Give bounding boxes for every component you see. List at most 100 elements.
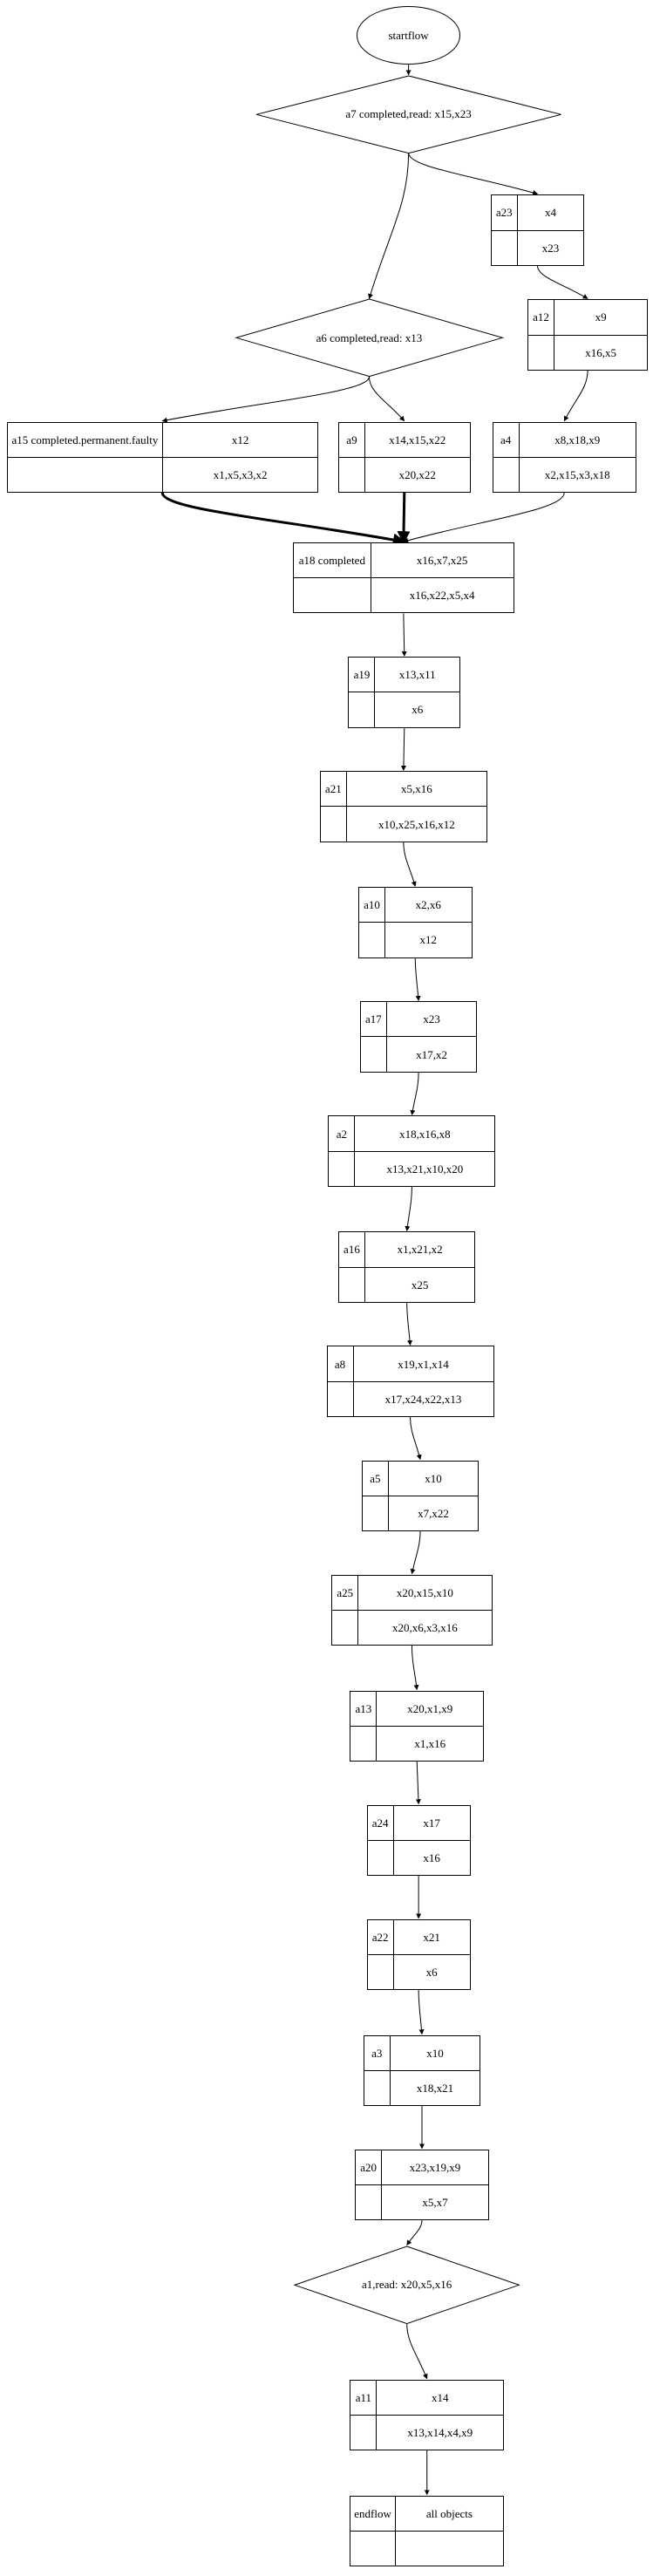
record-row-bottom: x18,x21 bbox=[364, 2070, 480, 2105]
record-reads-cell: x10 bbox=[426, 2046, 444, 2060]
node-a1[interactable]: a1,read: x20,x5,x16 bbox=[293, 2245, 520, 2324]
node-a16[interactable]: a16 x1,x21,x2 x25 bbox=[337, 1231, 476, 1303]
record-name-cell: a3 bbox=[364, 2035, 391, 2070]
record-row-bottom: x6 bbox=[349, 692, 459, 727]
node-a8[interactable]: a8 x19,x1,x14 x17,x24,x22,x13 bbox=[326, 1346, 494, 1417]
record-reads-cell: x23 bbox=[423, 1012, 440, 1026]
node-a11[interactable]: a11 x14 x13,x14,x4,x9 bbox=[350, 2379, 505, 2450]
record-blank-cell bbox=[8, 457, 164, 492]
edge-a6-to-a9 bbox=[368, 377, 405, 422]
record-writes-cell: x1,x5,x3,x2 bbox=[213, 467, 268, 481]
record-reads-cell: x10 bbox=[425, 1471, 442, 1485]
record-blank-cell bbox=[328, 1381, 354, 1416]
node-a5[interactable]: a5 x10 x7,x22 bbox=[361, 1460, 480, 1531]
record-blank-cell bbox=[493, 457, 520, 492]
node-a15[interactable]: a15 completed.permanent.faulty x12 x1,x5… bbox=[6, 421, 318, 493]
record-blank-cell bbox=[528, 335, 554, 370]
record-writes-cell: x18,x21 bbox=[416, 2081, 454, 2095]
record-blank-cell bbox=[350, 1726, 378, 1761]
node-a17[interactable]: a17 x23 x17,x2 bbox=[359, 1001, 478, 1073]
node-a3[interactable]: a3 x10 x18,x21 bbox=[363, 2034, 481, 2106]
edge-a13-to-a24 bbox=[415, 1761, 421, 1805]
record-row-top: a8 x19,x1,x14 bbox=[327, 1346, 493, 1382]
record-blank-cell bbox=[363, 1496, 389, 1530]
record-writes-cell: x17,x24,x22,x13 bbox=[384, 1392, 462, 1406]
record-row-bottom: x13,x14,x4,x9 bbox=[350, 2415, 503, 2450]
record-name-cell: a22 bbox=[368, 1919, 394, 1954]
record-row-bottom: x17,x24,x22,x13 bbox=[328, 1381, 493, 1416]
record-name-cell: a11 bbox=[350, 2380, 378, 2415]
node-a10[interactable]: a10 x2,x6 x12 bbox=[357, 887, 473, 958]
record-name-cell: a2 bbox=[329, 1116, 356, 1151]
node-a2[interactable]: a2 x18,x16,x8 x13,x21,x10,x20 bbox=[328, 1115, 496, 1187]
record-reads-cell: x17 bbox=[423, 1816, 440, 1830]
edge-a25-to-a13 bbox=[411, 1645, 419, 1691]
node-a19[interactable]: a19 x13,x11 x6 bbox=[348, 657, 461, 728]
node-a4[interactable]: a4 x8,x18,x9 x2,x15,x3,x18 bbox=[492, 421, 636, 493]
record-writes-cell: x23 bbox=[541, 241, 560, 255]
record-row-top: a21 x5,x16 bbox=[320, 772, 486, 808]
edge-a19-to-a21 bbox=[400, 727, 406, 771]
node-a22[interactable]: a22 x21 x6 bbox=[366, 1918, 471, 1990]
edge-a6-to-a15 bbox=[161, 376, 370, 423]
node-startflow[interactable]: startflow bbox=[357, 6, 461, 65]
record-name-cell: a10 bbox=[359, 888, 385, 923]
record-writes-cell: x5,x7 bbox=[422, 2195, 448, 2209]
record-name-cell: a21 bbox=[321, 772, 347, 807]
edge-a4-to-a18 bbox=[403, 492, 565, 543]
node-a21[interactable]: a21 x5,x16 x10,x25,x16,x12 bbox=[319, 771, 487, 842]
record-row-top: a18 completed x16,x7,x25 bbox=[294, 543, 514, 579]
record-blank-cell bbox=[349, 692, 376, 727]
node-a12[interactable]: a12 x9 x16,x5 bbox=[527, 299, 649, 371]
edge-a10-to-a17 bbox=[414, 957, 421, 1001]
record-row-bottom: x20,x22 bbox=[339, 457, 470, 492]
record-row-top: a19 x13,x11 bbox=[349, 658, 460, 693]
record-reads-cell: x23,x19,x9 bbox=[409, 2160, 461, 2174]
record-name-cell: a15 completed.permanent.faulty bbox=[8, 422, 164, 457]
record-row-top: a23 x4 bbox=[491, 195, 584, 231]
edge-a20-to-a1 bbox=[406, 2219, 423, 2246]
edge-a15-to-a18 bbox=[160, 492, 406, 547]
record-writes-cell: x16,x22,x5,x4 bbox=[409, 589, 475, 603]
node-a6[interactable]: a6 completed,read: x13 bbox=[235, 298, 504, 378]
record-writes-cell: x10,x25,x16,x12 bbox=[378, 817, 455, 831]
node-endflow[interactable]: endflow all objects bbox=[350, 2495, 505, 2566]
record-writes-cell: x7,x22 bbox=[418, 1506, 449, 1520]
record-name-cell: a23 bbox=[492, 195, 518, 230]
record-row-top: a24 x17 bbox=[367, 1805, 470, 1841]
record-reads-cell: x1,x21,x2 bbox=[397, 1243, 443, 1257]
record-reads-cell: x16,x7,x25 bbox=[416, 554, 468, 568]
edge-a7-to-a23 bbox=[408, 153, 539, 195]
record-row-top: a9 x14,x15,x22 bbox=[338, 422, 470, 458]
record-name-cell: a12 bbox=[528, 300, 554, 335]
node-a25[interactable]: a25 x20,x15,x10 x20,x6,x3,x16 bbox=[331, 1574, 493, 1646]
node-a9[interactable]: a9 x14,x15,x22 x20,x22 bbox=[337, 421, 471, 493]
record-row-bottom: x1,x16 bbox=[350, 1726, 483, 1761]
record-row-top: a13 x20,x1,x9 bbox=[350, 1691, 484, 1727]
record-writes-cell: x13,x14,x4,x9 bbox=[407, 2425, 473, 2439]
record-reads-cell: x13,x11 bbox=[398, 668, 436, 682]
record-reads-cell: x5,x16 bbox=[400, 782, 432, 796]
record-name-cell: a24 bbox=[368, 1805, 394, 1840]
record-name-cell: a25 bbox=[332, 1575, 359, 1610]
node-a23[interactable]: a23 x4 x23 bbox=[490, 194, 585, 266]
node-a18[interactable]: a18 completed x16,x7,x25 x16,x22,x5,x4 bbox=[293, 542, 514, 614]
record-writes-cell: x20,x22 bbox=[398, 467, 436, 481]
node-a20[interactable]: a20 x23,x19,x9 x5,x7 bbox=[355, 2149, 489, 2220]
edge-a5-to-a25 bbox=[410, 1530, 421, 1575]
record-blank-cell bbox=[339, 1267, 365, 1302]
record-reads-cell: x18,x16,x8 bbox=[399, 1127, 451, 1141]
record-row-bottom: x5,x7 bbox=[356, 2184, 488, 2219]
node-a13[interactable]: a13 x20,x1,x9 x1,x16 bbox=[350, 1690, 485, 1762]
node-a7[interactable]: a7 completed,read: x15,x23 bbox=[255, 75, 561, 153]
record-row-bottom: x6 bbox=[368, 1954, 470, 1989]
record-row-bottom: x7,x22 bbox=[363, 1496, 478, 1530]
node-a24[interactable]: a24 x17 x16 bbox=[366, 1804, 471, 1876]
edge-a21-to-a10 bbox=[403, 842, 417, 887]
record-name-cell: a18 completed bbox=[294, 543, 371, 578]
record-blank-cell bbox=[329, 1151, 356, 1186]
edge-a23-to-a12 bbox=[536, 265, 588, 299]
edge-a9-to-a18 bbox=[397, 492, 411, 545]
